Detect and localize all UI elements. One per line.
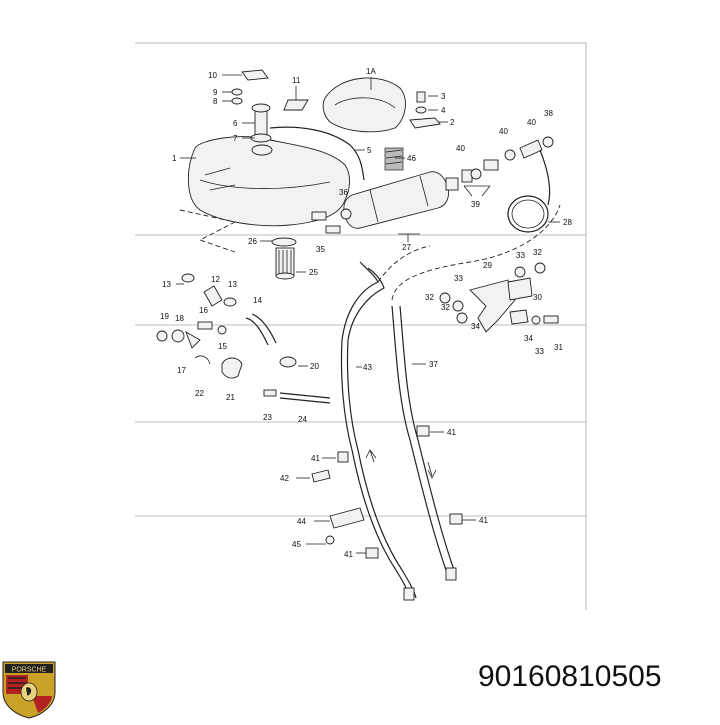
callout-label: 44 bbox=[297, 517, 306, 526]
lower-parts bbox=[311, 425, 463, 559]
callout-label: 40 bbox=[456, 144, 465, 153]
callout-label: 33 bbox=[535, 347, 544, 356]
callout-label: 15 bbox=[218, 342, 227, 351]
part-number: 90160810505 bbox=[478, 660, 662, 693]
pump-bracket bbox=[439, 262, 559, 333]
strainer bbox=[271, 237, 297, 280]
porsche-logo: PORSCHE bbox=[0, 658, 58, 720]
callout-label: 21 bbox=[226, 393, 235, 402]
callout-label: 41 bbox=[479, 516, 488, 525]
callout-label: 4 bbox=[441, 106, 446, 115]
callout-label: 14 bbox=[253, 296, 262, 305]
callout-label: 7 bbox=[233, 134, 238, 143]
foam-pad bbox=[384, 147, 404, 171]
fuel-tank bbox=[179, 136, 350, 253]
callout-label: 41 bbox=[311, 454, 320, 463]
callout-label: 40 bbox=[527, 118, 536, 127]
callout-label: 34 bbox=[524, 334, 533, 343]
callout-label: 41 bbox=[344, 550, 353, 559]
callout-label: 16 bbox=[199, 306, 208, 315]
callout-label: 35 bbox=[316, 245, 325, 254]
callout-label: 34 bbox=[471, 322, 480, 331]
callout-label: 36 bbox=[339, 188, 348, 197]
callout-label: 24 bbox=[298, 415, 307, 424]
callout-label: 20 bbox=[310, 362, 319, 371]
cover bbox=[322, 77, 406, 133]
pump-fittings bbox=[470, 136, 554, 206]
callout-label: 5 bbox=[367, 146, 372, 155]
callout-label: 38 bbox=[544, 109, 553, 118]
callout-label: 22 bbox=[195, 389, 204, 398]
callout-label: 26 bbox=[248, 237, 257, 246]
callout-label: 33 bbox=[516, 251, 525, 260]
callout-label: 45 bbox=[292, 540, 301, 549]
callout-label: 8 bbox=[213, 97, 218, 106]
callout-label: 41 bbox=[447, 428, 456, 437]
vent-hose bbox=[269, 126, 365, 181]
callout-label: 33 bbox=[454, 274, 463, 283]
gasket bbox=[283, 99, 309, 111]
callout-label: 32 bbox=[425, 293, 434, 302]
callout-label: 3 bbox=[441, 92, 446, 101]
callout-label: 19 bbox=[160, 312, 169, 321]
fuel-pump bbox=[343, 169, 473, 229]
clamp-band bbox=[507, 195, 549, 233]
crest-icon: PORSCHE bbox=[2, 661, 56, 719]
logo-lettering: PORSCHE bbox=[12, 667, 47, 674]
callout-label: 10 bbox=[208, 71, 217, 80]
callout-label: 23 bbox=[263, 413, 272, 422]
callout-label: 32 bbox=[441, 303, 450, 312]
small-parts bbox=[156, 273, 331, 404]
callout-label: 46 bbox=[407, 154, 416, 163]
callout-label: 6 bbox=[233, 119, 238, 128]
callout-label: 11 bbox=[292, 76, 301, 85]
callout-label: 32 bbox=[533, 248, 542, 257]
bolt-assembly bbox=[409, 91, 441, 129]
callout-label: 31 bbox=[554, 343, 563, 352]
callout-label: 39 bbox=[471, 200, 480, 209]
callout-label: 1A bbox=[366, 67, 376, 76]
callout-label: 17 bbox=[177, 366, 186, 375]
callout-label: 30 bbox=[533, 293, 542, 302]
callout-label: 37 bbox=[429, 360, 438, 369]
callout-label: 13 bbox=[228, 280, 237, 289]
callout-label: 29 bbox=[483, 261, 492, 270]
callout-label: 25 bbox=[309, 268, 318, 277]
callout-label: 1 bbox=[172, 154, 177, 163]
callout-label: 13 bbox=[162, 280, 171, 289]
callout-label: 27 bbox=[402, 243, 411, 252]
callout-label: 18 bbox=[175, 314, 184, 323]
fuel-lines bbox=[340, 204, 561, 601]
callout-label: 28 bbox=[563, 218, 572, 227]
leader-lines bbox=[176, 74, 560, 554]
callout-labels: 10 9 8 11 1A 3 4 2 6 7 5 46 38 40 40 40 … bbox=[160, 67, 572, 559]
callout-label: 2 bbox=[450, 118, 455, 127]
callout-label: 9 bbox=[213, 88, 218, 97]
filler-neck bbox=[231, 69, 272, 143]
callout-label: 43 bbox=[363, 363, 372, 372]
callout-label: 42 bbox=[280, 474, 289, 483]
callout-label: 40 bbox=[499, 127, 508, 136]
hose-fittings bbox=[311, 208, 352, 234]
callout-label: 12 bbox=[211, 275, 220, 284]
